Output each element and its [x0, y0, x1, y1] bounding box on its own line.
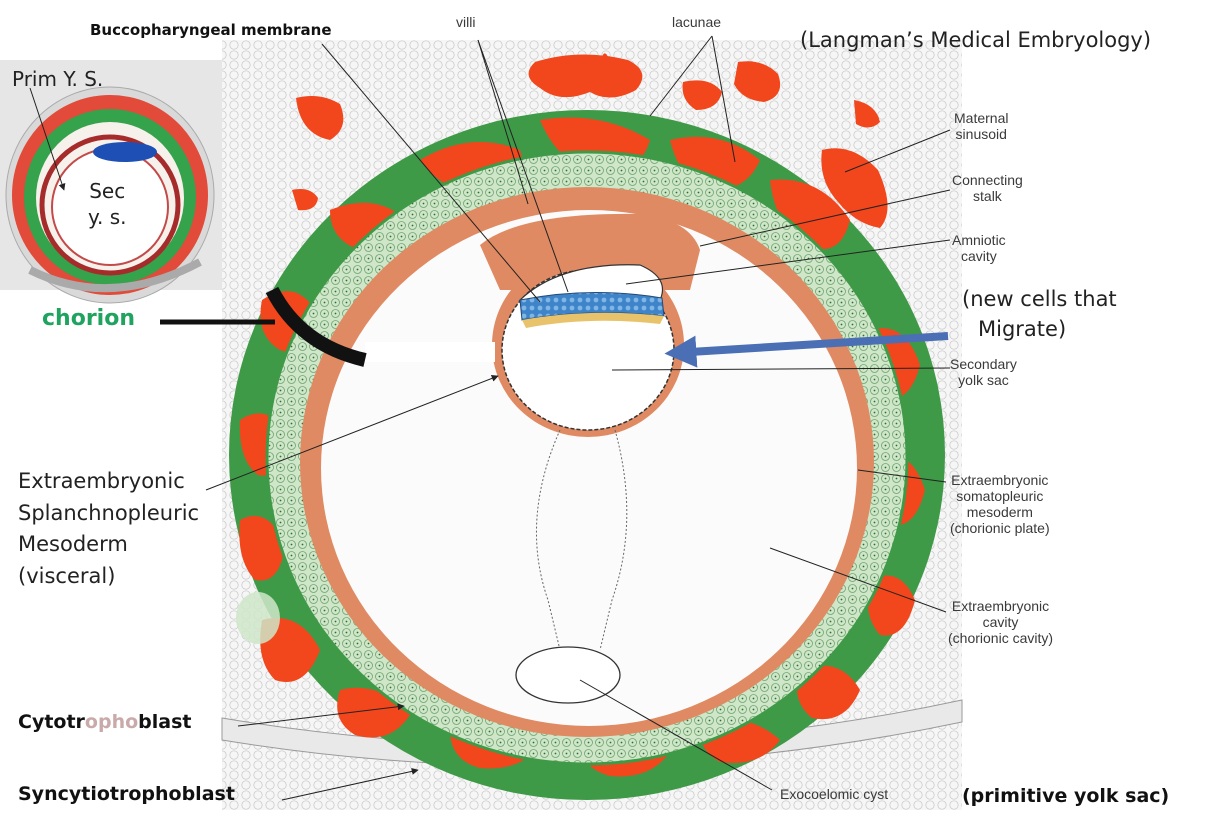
primitive-yolk-sac-label: (primitive yolk sac) — [962, 786, 1169, 808]
syncytiotrophoblast-label: Syncytiotrophoblast — [18, 784, 235, 806]
exocoelomic-cyst-label: Exocoelomic cyst — [780, 786, 888, 802]
pale-blob — [236, 592, 280, 644]
chorion-label: chorion — [42, 306, 135, 331]
exocoelomic-cyst — [516, 647, 620, 703]
buccopharyngeal-label: Buccopharyngeal membrane — [90, 22, 332, 39]
lacunae-label: lacunae — [672, 14, 721, 30]
cytotrophoblast-label: Cytotrophoblast — [18, 712, 191, 734]
white-cover — [365, 342, 495, 362]
inset-primary-yolk-sac-label: Prim Y. S. — [12, 68, 103, 91]
reference-citation: (Langman’s Medical Embryology) — [800, 28, 1151, 52]
villi-label: villi — [456, 14, 475, 30]
